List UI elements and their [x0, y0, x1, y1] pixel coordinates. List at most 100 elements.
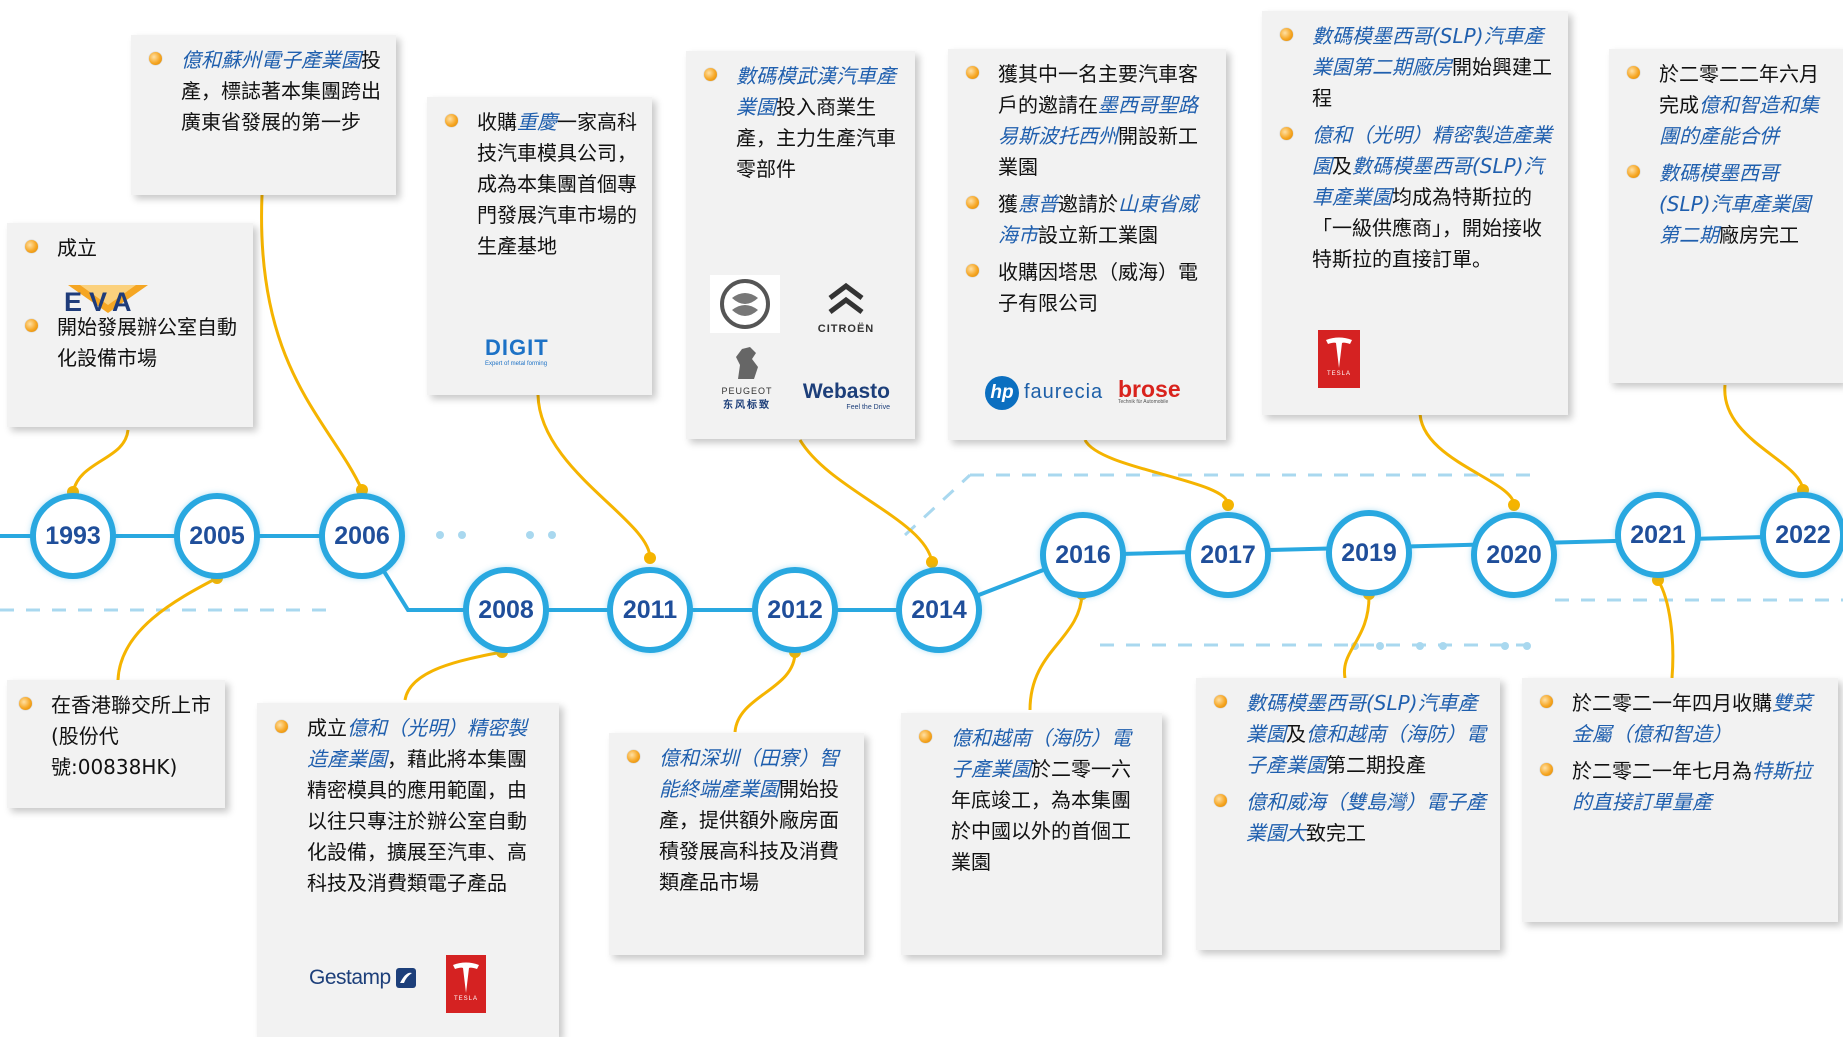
bullet-icon: [1540, 763, 1553, 776]
event-text: 獲: [998, 192, 1018, 216]
brose-logo: brose Technik für Automobile: [1118, 376, 1181, 405]
event-text: 均成為特斯拉的「一級供應商」，開始接收特斯拉的直接訂單。: [1312, 185, 1542, 271]
card-2021: 於二零二一年四月收購雙菜金屬（億和智造）於二零二一年七月為特斯拉的直接訂單量產: [1522, 678, 1838, 922]
card-2012: 億和深圳（田寮）智能終端產業園開始投產，提供額外廠房面積發展高科技及消費類產品市…: [609, 733, 864, 955]
highlighted-entity: 數碼模墨西哥(SLP)汽車產業園: [1246, 691, 1478, 746]
bullet-icon: [1540, 695, 1553, 708]
event-text: 開始發展辦公室自動化設備市場: [57, 315, 237, 370]
eva-logo: EVA: [58, 283, 158, 317]
dongfeng-logo: [710, 275, 780, 333]
highlighted-entity: 億和蘇州電子產業園: [181, 48, 361, 72]
year-node-2014: 2014: [896, 567, 982, 653]
year-label: 2012: [767, 595, 823, 624]
year-label: 2022: [1775, 520, 1831, 549]
bullet-icon: [149, 52, 162, 65]
event-text: 成立: [57, 236, 97, 260]
event-text: 於二零二一年四月收購: [1572, 691, 1772, 715]
year-label: 1993: [45, 521, 101, 550]
timeline-event-item: 數碼模墨西哥(SLP)汽車產業園第二期廠房完工: [1623, 158, 1829, 251]
faurecia-logo: faurecia: [1024, 381, 1103, 404]
bullet-icon: [25, 319, 38, 332]
year-label: 2019: [1341, 538, 1397, 567]
timeline-event-item: 億和威海（雙島灣）電子產業園大致完工: [1210, 787, 1486, 849]
digit-tagline: Expert of metal forming: [485, 361, 548, 367]
highlighted-entity: 億和深圳（田寮）智能終端產業園: [659, 746, 839, 801]
bullet-icon: [1214, 794, 1227, 807]
event-text: 於二零二一年七月為: [1572, 759, 1752, 783]
event-text: 設立新工業園: [1038, 223, 1158, 247]
highlighted-entity: 山東省威海市: [998, 192, 1198, 247]
highlighted-entity: 億和越南（海防）電子產業園: [951, 726, 1131, 781]
year-node-2021: 2021: [1615, 492, 1701, 578]
event-text: 開始興建工程: [1312, 55, 1552, 110]
timeline-event-item: 收購重慶一家高科技汽車模具公司，成為本集團首個專門發展汽車市場的生產基地: [441, 107, 638, 262]
timeline-event-item: 億和（光明）精密製造產業園及數碼模墨西哥(SLP)汽車產業園均成為特斯拉的「一級…: [1276, 120, 1554, 275]
highlighted-entity: 億和（光明）精密製造產業園: [1312, 123, 1552, 178]
event-text: 及: [1286, 722, 1306, 746]
year-node-2022: 2022: [1760, 492, 1843, 578]
event-text: 一家高科技汽車模具公司，成為本集團首個專門發展汽車市場的生產基地: [477, 110, 637, 258]
year-node-2012: 2012: [752, 567, 838, 653]
card-2020: 數碼模墨西哥(SLP)汽車產業園第二期廠房開始興建工程億和（光明）精密製造產業園…: [1262, 11, 1568, 415]
highlighted-entity: 億和（光明）精密製造產業園: [307, 716, 527, 771]
citroen-chevron-icon: [828, 282, 864, 314]
event-text: 在香港聯交所上市(股份代號:00838HK): [51, 693, 211, 779]
bullet-icon: [25, 240, 38, 253]
bullet-icon: [1280, 28, 1293, 41]
webasto-tagline: Feel the Drive: [846, 404, 890, 411]
gestamp-mark-icon: [395, 968, 416, 988]
year-node-2019: 2019: [1326, 510, 1412, 596]
bullet-icon: [1214, 695, 1227, 708]
card-2005: 在香港聯交所上市(股份代號:00838HK): [7, 680, 225, 808]
year-label: 2017: [1200, 540, 1256, 569]
event-text: 邀請於: [1058, 192, 1118, 216]
year-node-2011: 2011: [607, 567, 693, 653]
event-text: 投入商業生產，主力生產汽車零部件: [736, 95, 896, 181]
year-label: 2021: [1630, 520, 1686, 549]
year-node-2006: 2006: [319, 493, 405, 579]
timeline-event-item: 億和蘇州電子產業園投產，標誌著本集團跨出廣東省發展的第一步: [145, 45, 382, 138]
card-2019: 數碼模墨西哥(SLP)汽車產業園及億和越南（海防）電子產業園第二期投產億和威海（…: [1196, 678, 1500, 950]
bullet-icon: [966, 196, 979, 209]
event-text: 投產，標誌著本集團跨出廣東省發展的第一步: [181, 48, 381, 134]
bullet-icon: [445, 114, 458, 127]
year-node-1993: 1993: [30, 493, 116, 579]
peugeot-cn-text: 东风标致: [723, 400, 771, 411]
timeline-event-item: 在香港聯交所上市(股份代號:00838HK): [15, 690, 211, 783]
highlighted-entity: 墨西哥聖路易斯波托西州: [998, 93, 1198, 148]
event-text: 開始投產，提供額外廠房面積發展高科技及消費類產品市場: [659, 777, 839, 894]
bullet-icon: [919, 730, 932, 743]
timeline-event-item: 億和深圳（田寮）智能終端產業園開始投產，提供額外廠房面積發展高科技及消費類產品市…: [623, 743, 850, 898]
highlighted-entity: 雙菜金屬（億和智造）: [1572, 691, 1812, 746]
event-text: 致完工: [1306, 821, 1366, 845]
year-label: 2014: [911, 595, 967, 624]
eva-logo-text: EVA: [64, 287, 139, 317]
highlighted-entity: 數碼模武漢汽車產業園: [736, 64, 896, 119]
faurecia-logo-text: faurecia: [1024, 381, 1104, 403]
card-2022: 於二零二二年六月完成億和智造和集團的產能合併數碼模墨西哥(SLP)汽車產業園第二…: [1609, 49, 1843, 383]
highlighted-entity: 億和威海（雙島灣）電子產業園大: [1246, 790, 1486, 845]
citroen-logo-text: CITROËN: [817, 323, 875, 335]
timeline-event-item: 於二零二二年六月完成億和智造和集團的產能合併: [1623, 59, 1829, 152]
timeline-event-item: 成立: [21, 233, 239, 264]
card-2006: 億和蘇州電子產業園投產，標誌著本集團跨出廣東省發展的第一步: [131, 35, 396, 195]
timeline-event-item: 成立億和（光明）精密製造產業園，藉此將本集團精密模具的應用範圍，由以往只專注於辦…: [271, 713, 545, 899]
highlighted-entity: 重慶: [517, 110, 557, 134]
event-text: 收購: [477, 110, 517, 134]
dongfeng-emblem-icon: [720, 279, 770, 329]
bullet-icon: [1627, 165, 1640, 178]
hp-logo: hp: [985, 376, 1019, 410]
timeline-event-item: 收購因塔思（威海）電子有限公司: [962, 257, 1212, 319]
card-2011: 收購重慶一家高科技汽車模具公司，成為本集團首個專門發展汽車市場的生產基地: [427, 97, 652, 395]
event-text: 於二零二二年六月完成: [1659, 62, 1819, 117]
highlighted-entity: 數碼模墨西哥(SLP)汽車產業園第二期廠房: [1312, 24, 1544, 79]
hp-logo-text: hp: [990, 382, 1014, 403]
peugeot-lion-icon: [736, 347, 758, 379]
highlighted-entity: 數碼模墨西哥(SLP)汽車產業園第二期: [1659, 161, 1811, 247]
bullet-icon: [275, 720, 288, 733]
card-2016: 億和越南（海防）電子產業園於二零一六年底竣工，為本集團於中國以外的首個工業園: [901, 713, 1162, 955]
bullet-icon: [627, 750, 640, 763]
event-text: ，藉此將本集團精密模具的應用範圍，由以往只專注於辦公室自動化設備，擴展至汽車、高…: [307, 747, 527, 895]
gestamp-logo-text: Gestamp: [309, 966, 391, 989]
card-2017: 獲其中一名主要汽車客戶的邀請在墨西哥聖路易斯波托西州開設新工業園獲惠普邀請於山東…: [948, 49, 1226, 440]
